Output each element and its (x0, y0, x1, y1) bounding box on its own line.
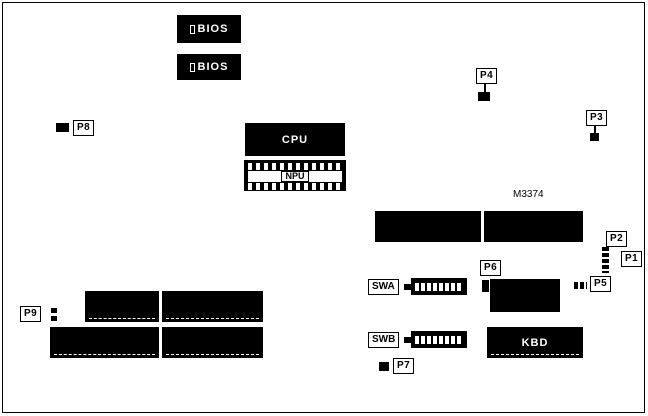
connector-icon-p9-top (51, 308, 57, 313)
npu-body: NPU (248, 171, 342, 182)
pin-header-icon-p1 (602, 247, 609, 273)
dip-switch-swa (411, 278, 467, 295)
connector-label-p1: P1 (621, 251, 643, 267)
chip-notch-icon (189, 24, 195, 34)
chip-notch-icon (189, 62, 195, 72)
switch-label-swb: SWB (368, 332, 400, 348)
ic-bank-right (484, 211, 583, 242)
socket-dash (89, 318, 155, 319)
dip-switch-swa-cells (415, 282, 461, 291)
ram-bank-2 (162, 291, 263, 322)
cpu-chip-label: CPU (281, 133, 309, 146)
connector-icon-p8 (56, 123, 69, 132)
npu-pin-row-bottom (248, 183, 342, 190)
dip-switch-swb (411, 331, 467, 348)
ic-unlabeled (490, 279, 560, 312)
cpu-chip: CPU (245, 123, 345, 156)
connector-label-p6: P6 (480, 260, 502, 276)
connector-lead-p3 (594, 125, 596, 133)
connector-label-p9: P9 (20, 306, 42, 322)
ram-bank-3 (50, 327, 159, 358)
connector-label-p7: P7 (393, 358, 415, 374)
kbd-chip-label: KBD (521, 336, 549, 349)
kbd-chip: KBD (487, 327, 583, 358)
socket-dash (166, 318, 259, 319)
connector-icon-p5 (574, 282, 587, 289)
switch-tab-swb (404, 337, 411, 343)
connector-icon-p6 (482, 280, 489, 292)
connector-icon-p3 (590, 133, 599, 141)
connector-label-p5: P5 (590, 276, 612, 292)
connector-label-p2: P2 (606, 231, 628, 247)
bios-chip-bottom-label: BIOS (197, 61, 229, 73)
npu-socket: NPU (244, 160, 346, 191)
connector-icon-p4 (478, 92, 490, 101)
socket-dash (54, 354, 155, 355)
dip-switch-swb-cells (415, 335, 461, 344)
ram-bank-4 (162, 327, 263, 358)
socket-dash (491, 354, 579, 355)
connector-label-p8: P8 (73, 120, 95, 136)
switch-tab-swa (404, 284, 411, 290)
switch-label-swa: SWA (368, 279, 399, 295)
connector-label-p3: P3 (586, 110, 608, 126)
connector-label-p4: P4 (476, 68, 498, 84)
connector-icon-p9-bottom (51, 316, 57, 321)
bios-chip-bottom: BIOS (177, 54, 241, 80)
bios-chip-top: BIOS (177, 15, 241, 43)
connector-lead-p4 (484, 83, 486, 92)
connector-icon-p7 (379, 362, 389, 371)
socket-dash (166, 354, 259, 355)
npu-label: NPU (281, 171, 309, 182)
npu-pin-row-top (248, 163, 342, 170)
part-number-text: M3374 (513, 189, 544, 200)
ic-bank-left (375, 211, 481, 242)
bios-chip-top-label: BIOS (197, 23, 229, 35)
ram-bank-1 (85, 291, 159, 322)
